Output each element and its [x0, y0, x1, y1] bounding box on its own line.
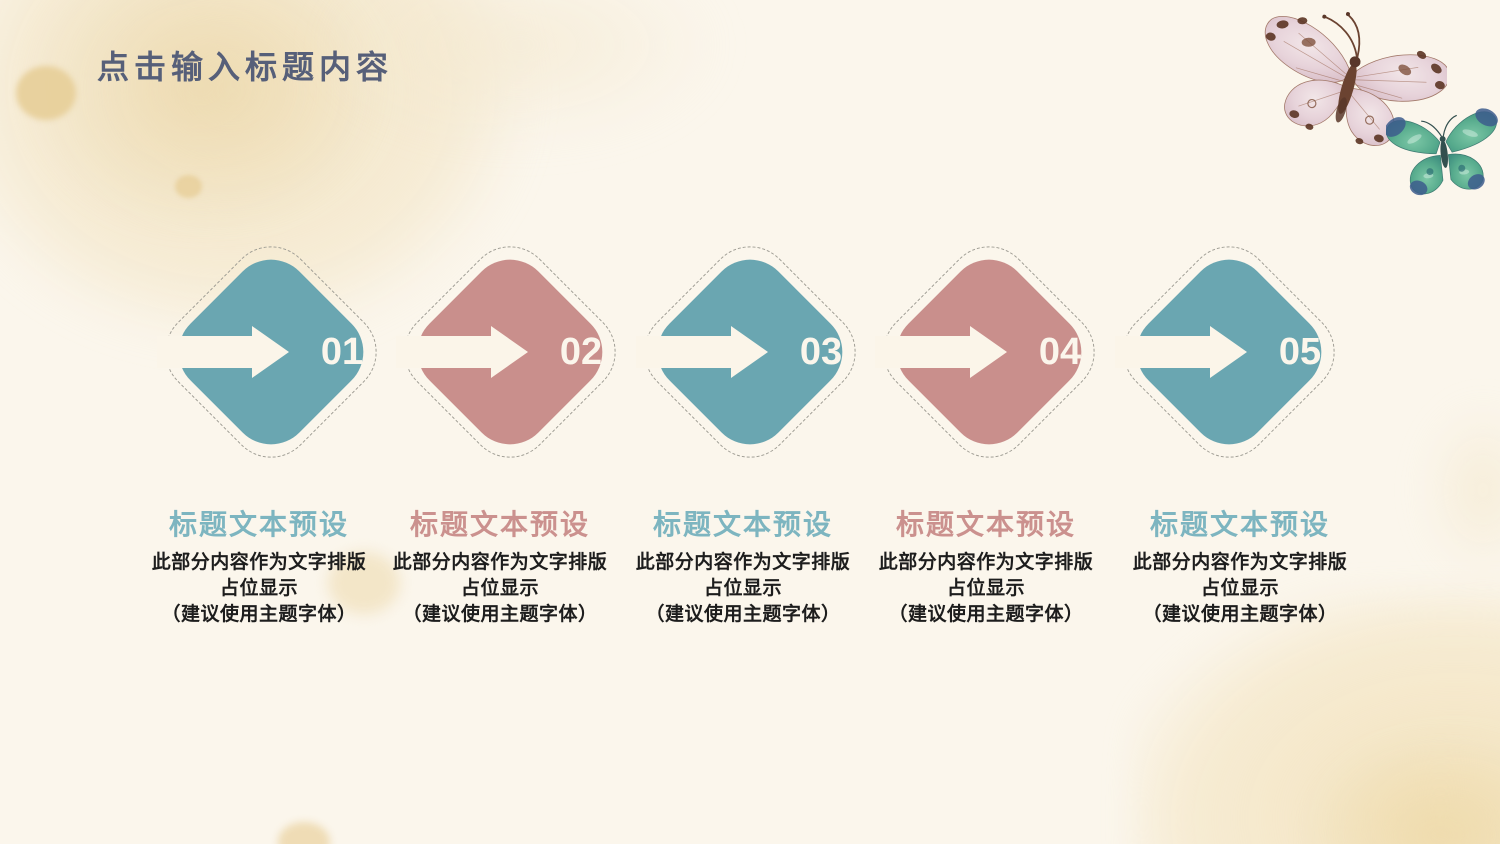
watercolor-wash-bottom-right [1130, 590, 1500, 844]
watercolor-dot [278, 822, 330, 844]
step-note[interactable]: （建议使用主题字体） [645, 604, 841, 625]
process-step-5[interactable]: 05 [1105, 228, 1353, 476]
arrow-right-icon [157, 326, 289, 378]
step-body[interactable]: 此部分内容作为文字排版占位显示 [151, 552, 367, 599]
page-title[interactable]: 点击输入标题内容 [97, 49, 394, 85]
step-text-1[interactable]: 标题文本预设 此部分内容作为文字排版占位显示 （建议使用主题字体） [147, 503, 371, 628]
step-body[interactable]: 此部分内容作为文字排版占位显示 [635, 552, 851, 599]
watercolor-wash-right [1398, 370, 1500, 610]
arrow-right-icon [875, 326, 1007, 378]
watercolor-dot [175, 175, 202, 198]
step-note[interactable]: （建议使用主题字体） [402, 604, 598, 625]
step-number: 04 [1038, 331, 1082, 373]
step-note[interactable]: （建议使用主题字体） [888, 604, 1084, 625]
step-number: 01 [320, 331, 364, 373]
watercolor-wash-top [250, 0, 790, 180]
process-step-4[interactable]: 04 [865, 228, 1113, 476]
arrow-right-icon [636, 326, 768, 378]
step-number: 05 [1278, 331, 1322, 373]
step-heading[interactable]: 标题文本预设 [652, 509, 833, 540]
watercolor-dot [16, 66, 76, 120]
step-text-2[interactable]: 标题文本预设 此部分内容作为文字排版占位显示 （建议使用主题字体） [388, 503, 612, 628]
step-number: 02 [559, 331, 603, 373]
step-note[interactable]: （建议使用主题字体） [161, 604, 357, 625]
step-note[interactable]: （建议使用主题字体） [1142, 604, 1338, 625]
step-body[interactable]: 此部分内容作为文字排版占位显示 [1132, 552, 1348, 599]
step-heading[interactable]: 标题文本预设 [895, 509, 1076, 540]
step-heading[interactable]: 标题文本预设 [409, 509, 590, 540]
process-step-1[interactable]: 01 [147, 228, 395, 476]
step-body[interactable]: 此部分内容作为文字排版占位显示 [878, 552, 1094, 599]
arrow-right-icon [396, 326, 528, 378]
step-body[interactable]: 此部分内容作为文字排版占位显示 [392, 552, 608, 599]
pink-butterfly-illustration [1264, 12, 1447, 146]
teal-butterfly-illustration [1386, 108, 1498, 196]
step-number: 03 [799, 331, 843, 373]
watercolor-wash-bottom-right-inner [1255, 700, 1500, 844]
step-text-3[interactable]: 标题文本预设 此部分内容作为文字排版占位显示 （建议使用主题字体） [631, 503, 855, 628]
process-step-3[interactable]: 03 [626, 228, 874, 476]
step-heading[interactable]: 标题文本预设 [168, 509, 349, 540]
step-text-5[interactable]: 标题文本预设 此部分内容作为文字排版占位显示 （建议使用主题字体） [1128, 503, 1352, 628]
process-step-2[interactable]: 02 [386, 228, 634, 476]
arrow-right-icon [1115, 326, 1247, 378]
step-heading[interactable]: 标题文本预设 [1149, 509, 1330, 540]
step-text-4[interactable]: 标题文本预设 此部分内容作为文字排版占位显示 （建议使用主题字体） [874, 503, 1098, 628]
